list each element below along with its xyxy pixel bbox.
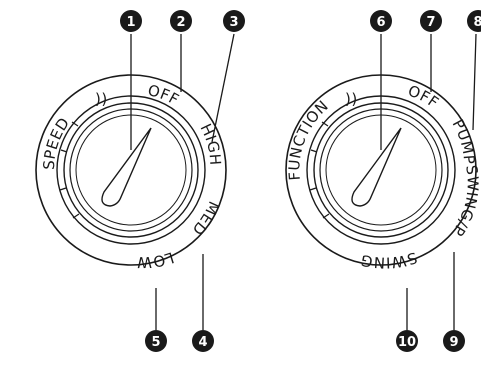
callout-1: 1	[120, 10, 142, 32]
callout-9: 9	[443, 330, 465, 352]
svg-text:5: 5	[151, 335, 160, 350]
svg-text:8: 8	[473, 15, 481, 30]
function-callout-leaders	[381, 34, 476, 330]
svg-text:1: 1	[126, 15, 135, 30]
svg-text:6: 6	[376, 15, 385, 30]
svg-text:10: 10	[398, 335, 416, 350]
speed-callout-leaders	[131, 34, 234, 330]
callout-5: 5	[145, 330, 167, 352]
svg-text:7: 7	[426, 15, 435, 30]
callout-4: 4	[192, 330, 214, 352]
svg-text:4: 4	[198, 335, 207, 350]
function-dial[interactable]: FUNCTION )) OFF PUMP SWING/PUMP SWING	[0, 0, 481, 272]
callout-3: 3	[223, 10, 245, 32]
svg-text:2: 2	[176, 15, 185, 30]
speed-dial-label-chevron: ))	[95, 90, 108, 108]
function-dial-label-chevron: ))	[345, 90, 358, 108]
speed-dial-pointer	[102, 128, 151, 206]
speed-position-low: LOW	[137, 248, 177, 271]
callout-10: 10	[396, 330, 418, 352]
speed-callouts: 1 2 3 4 5	[120, 10, 245, 352]
svg-text:3: 3	[229, 15, 238, 30]
callout-2: 2	[170, 10, 192, 32]
function-dial-label: FUNCTION	[285, 97, 332, 181]
callout-7: 7	[420, 10, 442, 32]
callout-8: 8	[467, 10, 481, 32]
function-dial-pointer	[352, 128, 401, 206]
speed-position-off: OFF	[146, 81, 182, 109]
function-position-swing: SWING	[359, 248, 419, 271]
function-position-swing-pump: SWING/PUMP	[0, 0, 481, 240]
speed-position-med: MED	[188, 198, 223, 239]
callout-6: 6	[370, 10, 392, 32]
svg-text:9: 9	[449, 335, 458, 350]
speed-dial-label: SPEED	[40, 114, 74, 170]
